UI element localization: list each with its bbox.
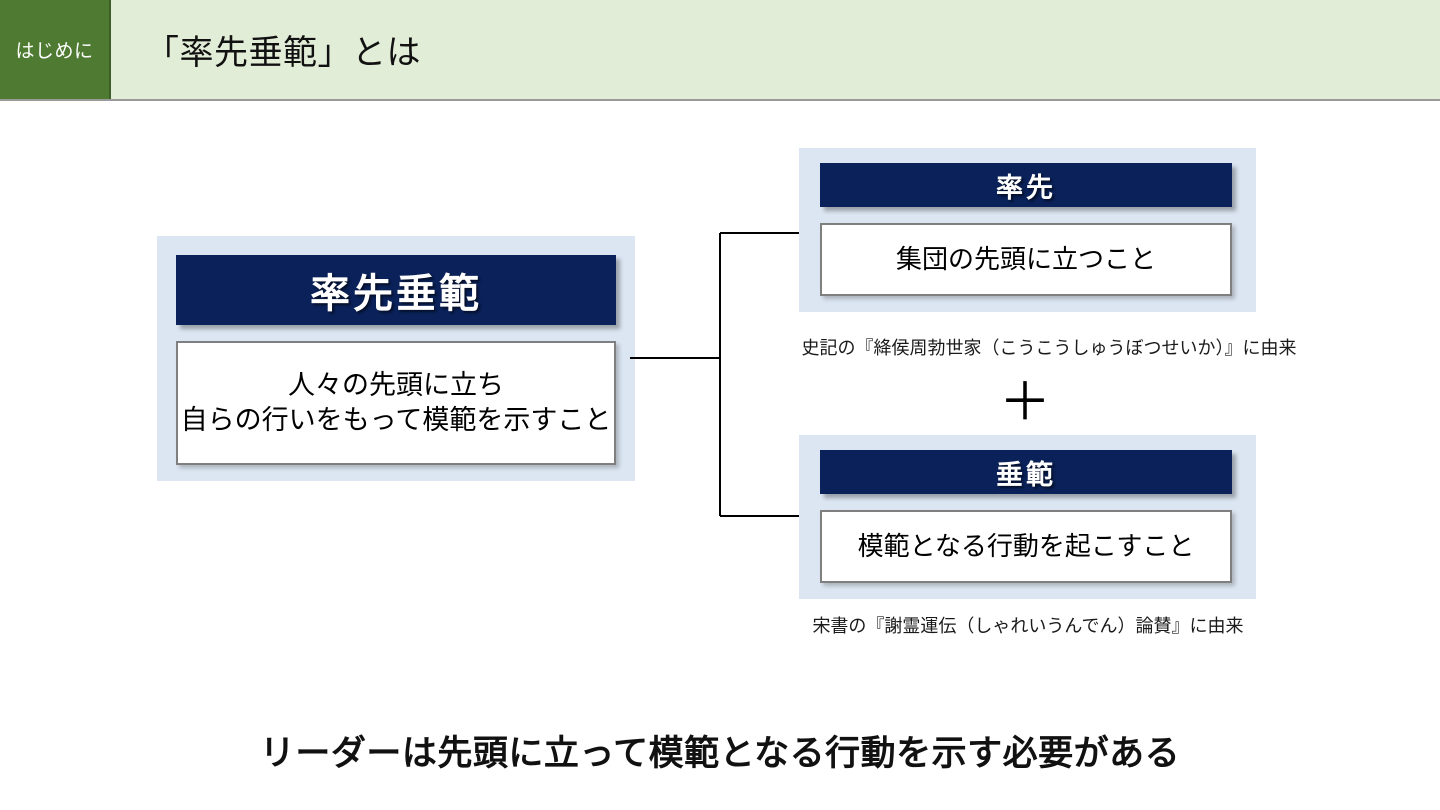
plus-operator-label: ＋ (998, 374, 1051, 432)
conclusion-statement: リーダーは先頭に立って模範となる行動を示す必要がある (259, 734, 1181, 773)
main-concept-heading: 率先垂範 (176, 255, 616, 325)
component-heading-suihan: 垂範 (820, 450, 1232, 494)
component-heading-sossen: 率先 (820, 163, 1232, 207)
component-caption-suihan: 宋書の『謝霊運伝（しゃれいうんでん）論賛』に由来 (812, 616, 1244, 636)
connector-bracket (630, 225, 819, 524)
component-body-sossen: 集団の先頭に立つこと (820, 223, 1232, 296)
section-badge: はじめに (0, 0, 111, 99)
component-body-suihan: 模範となる行動を起こすこと (820, 510, 1232, 583)
main-concept-body-line2: 自らの行いをもって模範を示すこと (180, 405, 612, 435)
section-badge-label: はじめに (15, 41, 94, 62)
main-concept-body: 人々の先頭に立ち 自らの行いをもって模範を示すこと (176, 341, 616, 465)
slide-header-band: はじめに 「率先垂範」とは (0, 0, 1440, 101)
main-concept-body-line1: 人々の先頭に立ち (288, 370, 504, 401)
page-title: 「率先垂範」とは (145, 34, 421, 72)
component-caption-sossen: 史記の『絳侯周勃世家（こうこうしゅうぼつせいか）』に由来 (801, 338, 1297, 358)
plus-operator-icon: ＋ (995, 374, 1055, 432)
